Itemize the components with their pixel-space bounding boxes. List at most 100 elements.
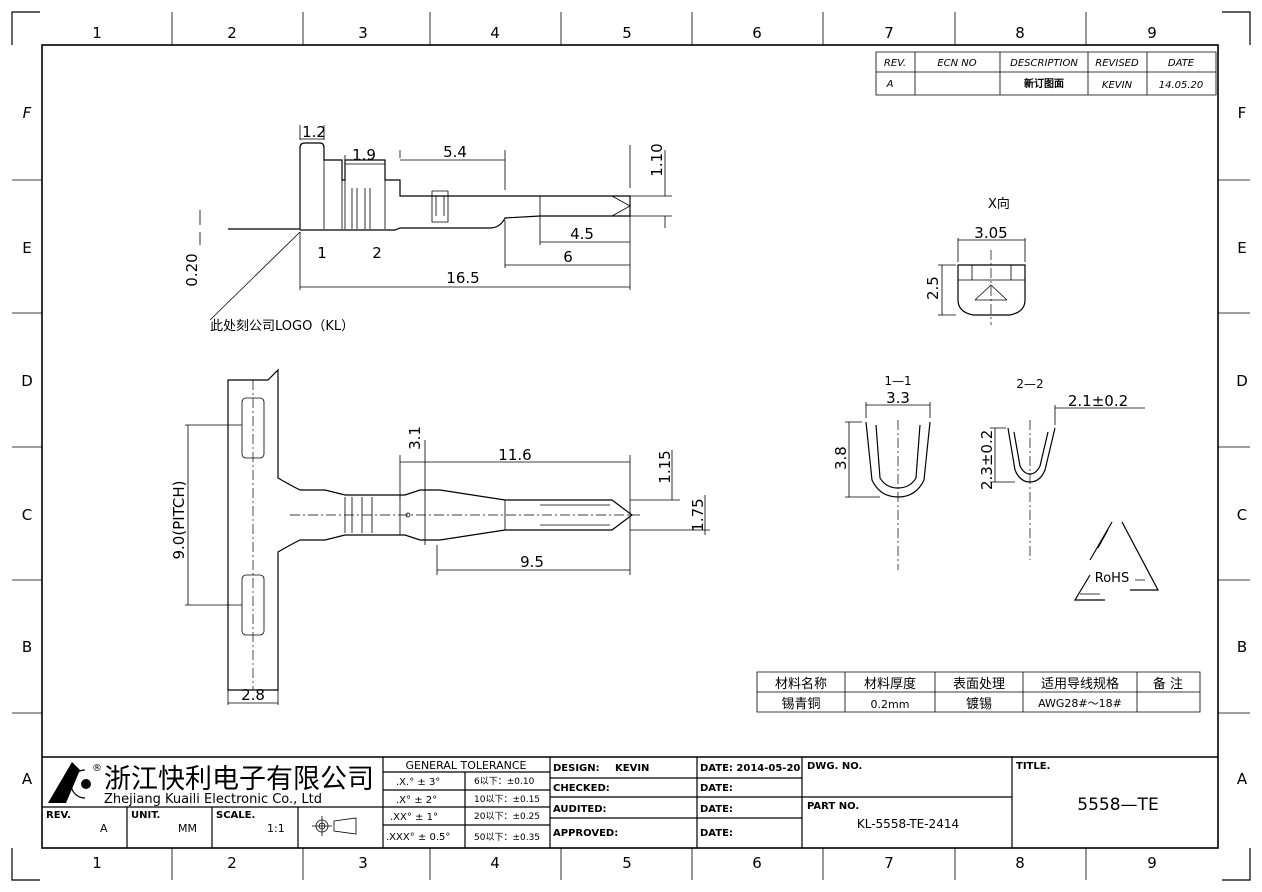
scale-label: SCALE. <box>216 810 255 821</box>
row-label: C <box>1237 506 1247 524</box>
row-label: D <box>21 372 33 390</box>
rev-label: REV. <box>46 810 71 821</box>
side-view: 1.2 1.9 5.4 1.10 0.20 4.5 6 16.5 1 2 此处刻… <box>183 123 672 334</box>
angular-tolerance: .X.° ± 3° <box>396 777 440 788</box>
remarks-header: 备 注 <box>1153 676 1183 692</box>
dim-1-75: 1.75 <box>689 498 707 531</box>
section-marker-2: 2 <box>372 244 382 262</box>
row-labels-right: F E D C B A <box>1236 104 1248 788</box>
dim-1-10: 1.10 <box>648 143 666 176</box>
projection-symbol-icon <box>312 816 357 836</box>
rev-value: A <box>100 822 108 835</box>
col-label: 7 <box>884 854 894 872</box>
designer: KEVIN <box>615 763 649 774</box>
title-label: TITLE. <box>1016 761 1050 772</box>
svg-text:®: ® <box>92 763 102 774</box>
row-label: A <box>22 770 33 788</box>
dim-1-9: 1.9 <box>352 146 376 164</box>
section-2-label: 2—2 <box>1016 377 1043 391</box>
design-label: DESIGN: <box>553 763 600 774</box>
top-view: 9.0(PITCH) 3.1 11.6 1.15 1.75 9.5 2.8 <box>170 368 710 705</box>
material-name: 锡青铜 <box>781 697 820 712</box>
row-label: D <box>1236 372 1248 390</box>
dim-9-5: 9.5 <box>520 553 544 571</box>
rohs-label: RoHS <box>1095 571 1129 586</box>
col-label: 1 <box>92 854 102 872</box>
material-thickness-header: 材料厚度 <box>864 676 916 692</box>
col-label: 9 <box>1147 24 1157 42</box>
tolerance-title: GENERAL TOLERANCE <box>405 759 526 772</box>
col-label: 6 <box>752 24 762 42</box>
dim-1-15: 1.15 <box>656 450 674 483</box>
dim-2-3: 2.3±0.2 <box>978 430 996 490</box>
dim-3-05: 3.05 <box>974 224 1007 242</box>
section-1-label: 1—1 <box>884 374 911 388</box>
col-label: 1 <box>92 24 102 42</box>
col-label: 3 <box>358 24 368 42</box>
surface-treatment: 镀锡 <box>966 696 992 712</box>
company-logo-icon: ® <box>48 762 102 803</box>
section-2-2: 2—2 2.1±0.2 2.3±0.2 <box>978 377 1145 560</box>
checked-date-label: DATE: <box>700 783 733 794</box>
dim-pitch: 9.0(PITCH) <box>170 480 188 559</box>
logo-note: 此处刻公司LOGO（KL） <box>210 319 354 334</box>
company-name-cn: 浙江快利电子有限公司 <box>104 764 374 795</box>
material-table: 材料名称 材料厚度 表面处理 适用导线规格 备 注 锡青铜 0.2mm 镀锡 A… <box>756 671 1201 713</box>
linear-tolerance: 50以下：±0.35 <box>474 833 540 843</box>
rev-header: REV. <box>884 58 906 69</box>
drawing-title: 5558—TE <box>1077 795 1158 815</box>
col-label: 5 <box>622 854 632 872</box>
rohs-logo: RoHS <box>1073 521 1159 601</box>
col-label: 2 <box>227 24 237 42</box>
row-label: A <box>1237 770 1248 788</box>
col-label: 3 <box>358 854 368 872</box>
angular-tolerance: .XX° ± 1° <box>390 812 438 823</box>
scale-value: 1:1 <box>267 822 285 835</box>
surface-treatment-header: 表面处理 <box>953 677 1005 692</box>
revised-value: KEVIN <box>1102 80 1133 91</box>
dim-16-5: 16.5 <box>446 269 479 287</box>
date-header: DATE <box>1168 58 1195 69</box>
row-label: C <box>22 506 32 524</box>
section-1-1: 1—1 3.3 3.8 <box>832 374 931 570</box>
dim-2-5: 2.5 <box>924 276 942 300</box>
material-thickness: 0.2mm <box>871 698 910 711</box>
col-label: 9 <box>1147 854 1157 872</box>
dim-5-4: 5.4 <box>443 143 467 161</box>
col-label: 7 <box>884 24 894 42</box>
revised-header: REVISED <box>1095 58 1139 69</box>
col-label: 6 <box>752 854 762 872</box>
row-label: E <box>1237 239 1246 257</box>
dim-2-8: 2.8 <box>241 686 265 704</box>
dwg-no-label: DWG. NO. <box>807 761 862 772</box>
unit-value: MM <box>178 822 197 835</box>
section-marker-1: 1 <box>317 244 327 262</box>
col-label: 8 <box>1015 24 1025 42</box>
row-label: B <box>22 638 32 656</box>
rev-value: A <box>886 79 894 90</box>
date-value: 14.05.20 <box>1159 80 1204 91</box>
company-name-en: Zhejiang Kuaili Electronic Co., Ltd <box>104 792 322 807</box>
dim-0-20: 0.20 <box>183 253 201 286</box>
x-view: X向 3.05 2.5 <box>924 196 1026 325</box>
dim-6: 6 <box>563 248 573 266</box>
revision-table: REV. ECN NO DESCRIPTION REVISED DATE A 新… <box>875 51 1217 96</box>
row-label: F <box>23 104 32 122</box>
linear-tolerance: 20以下：±0.25 <box>474 812 540 822</box>
checked-label: CHECKED: <box>553 783 610 794</box>
col-label: 2 <box>227 854 237 872</box>
dim-1-2: 1.2 <box>302 123 326 141</box>
ecn-header: ECN NO <box>937 58 976 69</box>
approved-label: APPROVED: <box>553 828 618 839</box>
part-no-label: PART NO. <box>807 801 859 812</box>
dim-2-1: 2.1±0.2 <box>1068 392 1128 410</box>
material-name-header: 材料名称 <box>775 676 827 692</box>
dim-3-3: 3.3 <box>886 389 910 407</box>
description-value: 新订图面 <box>1024 77 1064 90</box>
row-label: E <box>22 239 31 257</box>
dim-3-1: 3.1 <box>406 426 424 450</box>
approved-date-label: DATE: <box>700 828 733 839</box>
audited-label: AUDITED: <box>553 804 607 815</box>
wire-spec-header: 适用导线规格 <box>1041 676 1119 692</box>
dim-3-8: 3.8 <box>832 446 850 470</box>
